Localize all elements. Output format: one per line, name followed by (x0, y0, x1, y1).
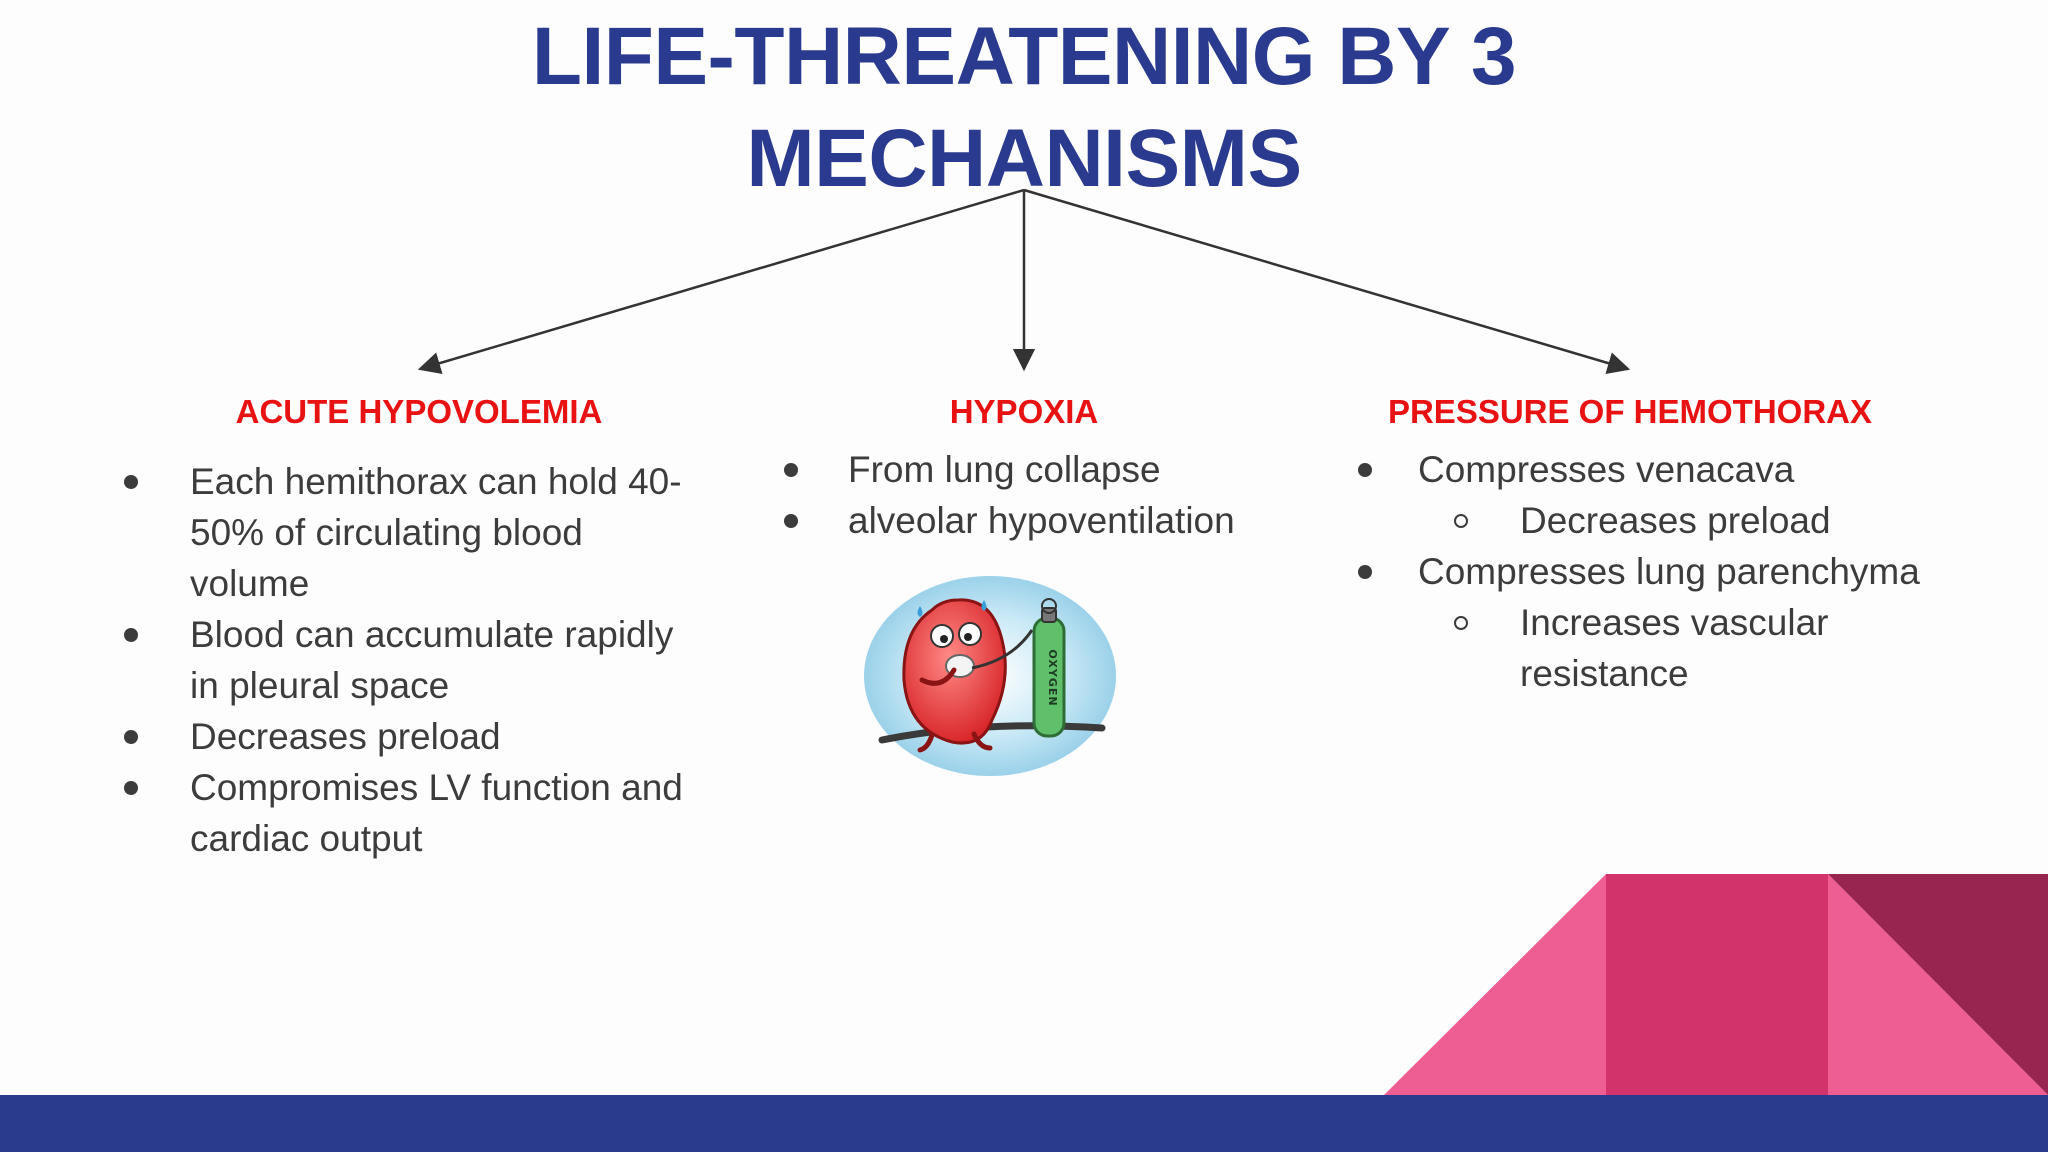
acute-hypovolemia-list: Each hemithorax can hold 40- 50% of circ… (124, 456, 750, 864)
heading-acute-hypovolemia: ACUTE HYPOVOLEMIA (235, 393, 603, 430)
list-item: From lung collapse (784, 444, 1268, 495)
list-item: in pleural space (190, 665, 450, 706)
bullet-icon (784, 463, 798, 477)
heading-hypoxia: HYPOXIA (949, 393, 1099, 430)
list-item: Compresses lung parenchyma (1358, 546, 1978, 597)
deco-maroon (1828, 874, 2048, 1095)
hemothorax-pressure-list: Compresses venacava Decreases preload Co… (1358, 444, 1978, 699)
lung-oxygen-illustration: OXYGEN (864, 576, 1116, 776)
footer-bar (0, 1095, 2048, 1152)
list-item: Decreases preload (124, 711, 750, 762)
arrow-right (1023, 188, 1631, 375)
list-item: alveolar hypoventilation (784, 495, 1268, 546)
bullet-icon (124, 475, 138, 489)
bullet-icon (784, 514, 798, 528)
list-item: volume (190, 563, 310, 604)
hollow-bullet-icon (1454, 616, 1468, 630)
hollow-bullet-icon (1454, 514, 1468, 528)
list-item: Blood can accumulate rapidly (124, 609, 750, 660)
bullet-icon (124, 730, 138, 744)
oxygen-tank-label: OXYGEN (1046, 649, 1059, 706)
deco-pink-left (1384, 874, 1606, 1095)
slide-title-line-1: LIFE-THREATENING BY 3 (531, 11, 1517, 102)
slide-title: LIFE-THREATENING BY 3 MECHANISMS (0, 6, 2048, 210)
list-item: Increases vascular (1418, 597, 1978, 648)
bullet-icon (1358, 565, 1372, 579)
list-item: 50% of circulating blood (190, 512, 583, 553)
deco-pink-mid (1606, 874, 1828, 1095)
heading-pressure-of-hemothorax: PRESSURE OF HEMOTHORAX (1387, 393, 1873, 430)
list-item: cardiac output (190, 818, 423, 859)
slide-title-line-2: MECHANISMS (746, 113, 1302, 204)
list-item: Compresses venacava (1358, 444, 1978, 495)
bullet-icon (124, 781, 138, 795)
list-item: Each hemithorax can hold 40- (124, 456, 750, 507)
list-item: Compromises LV function and (124, 762, 750, 813)
hypoxia-list: From lung collapse alveolar hypoventilat… (784, 444, 1268, 546)
list-item: resistance (1520, 653, 1689, 694)
bullet-icon (124, 628, 138, 642)
bullet-icon (1358, 463, 1372, 477)
list-item: Decreases preload (1418, 495, 1978, 546)
arrow-left (417, 188, 1025, 375)
